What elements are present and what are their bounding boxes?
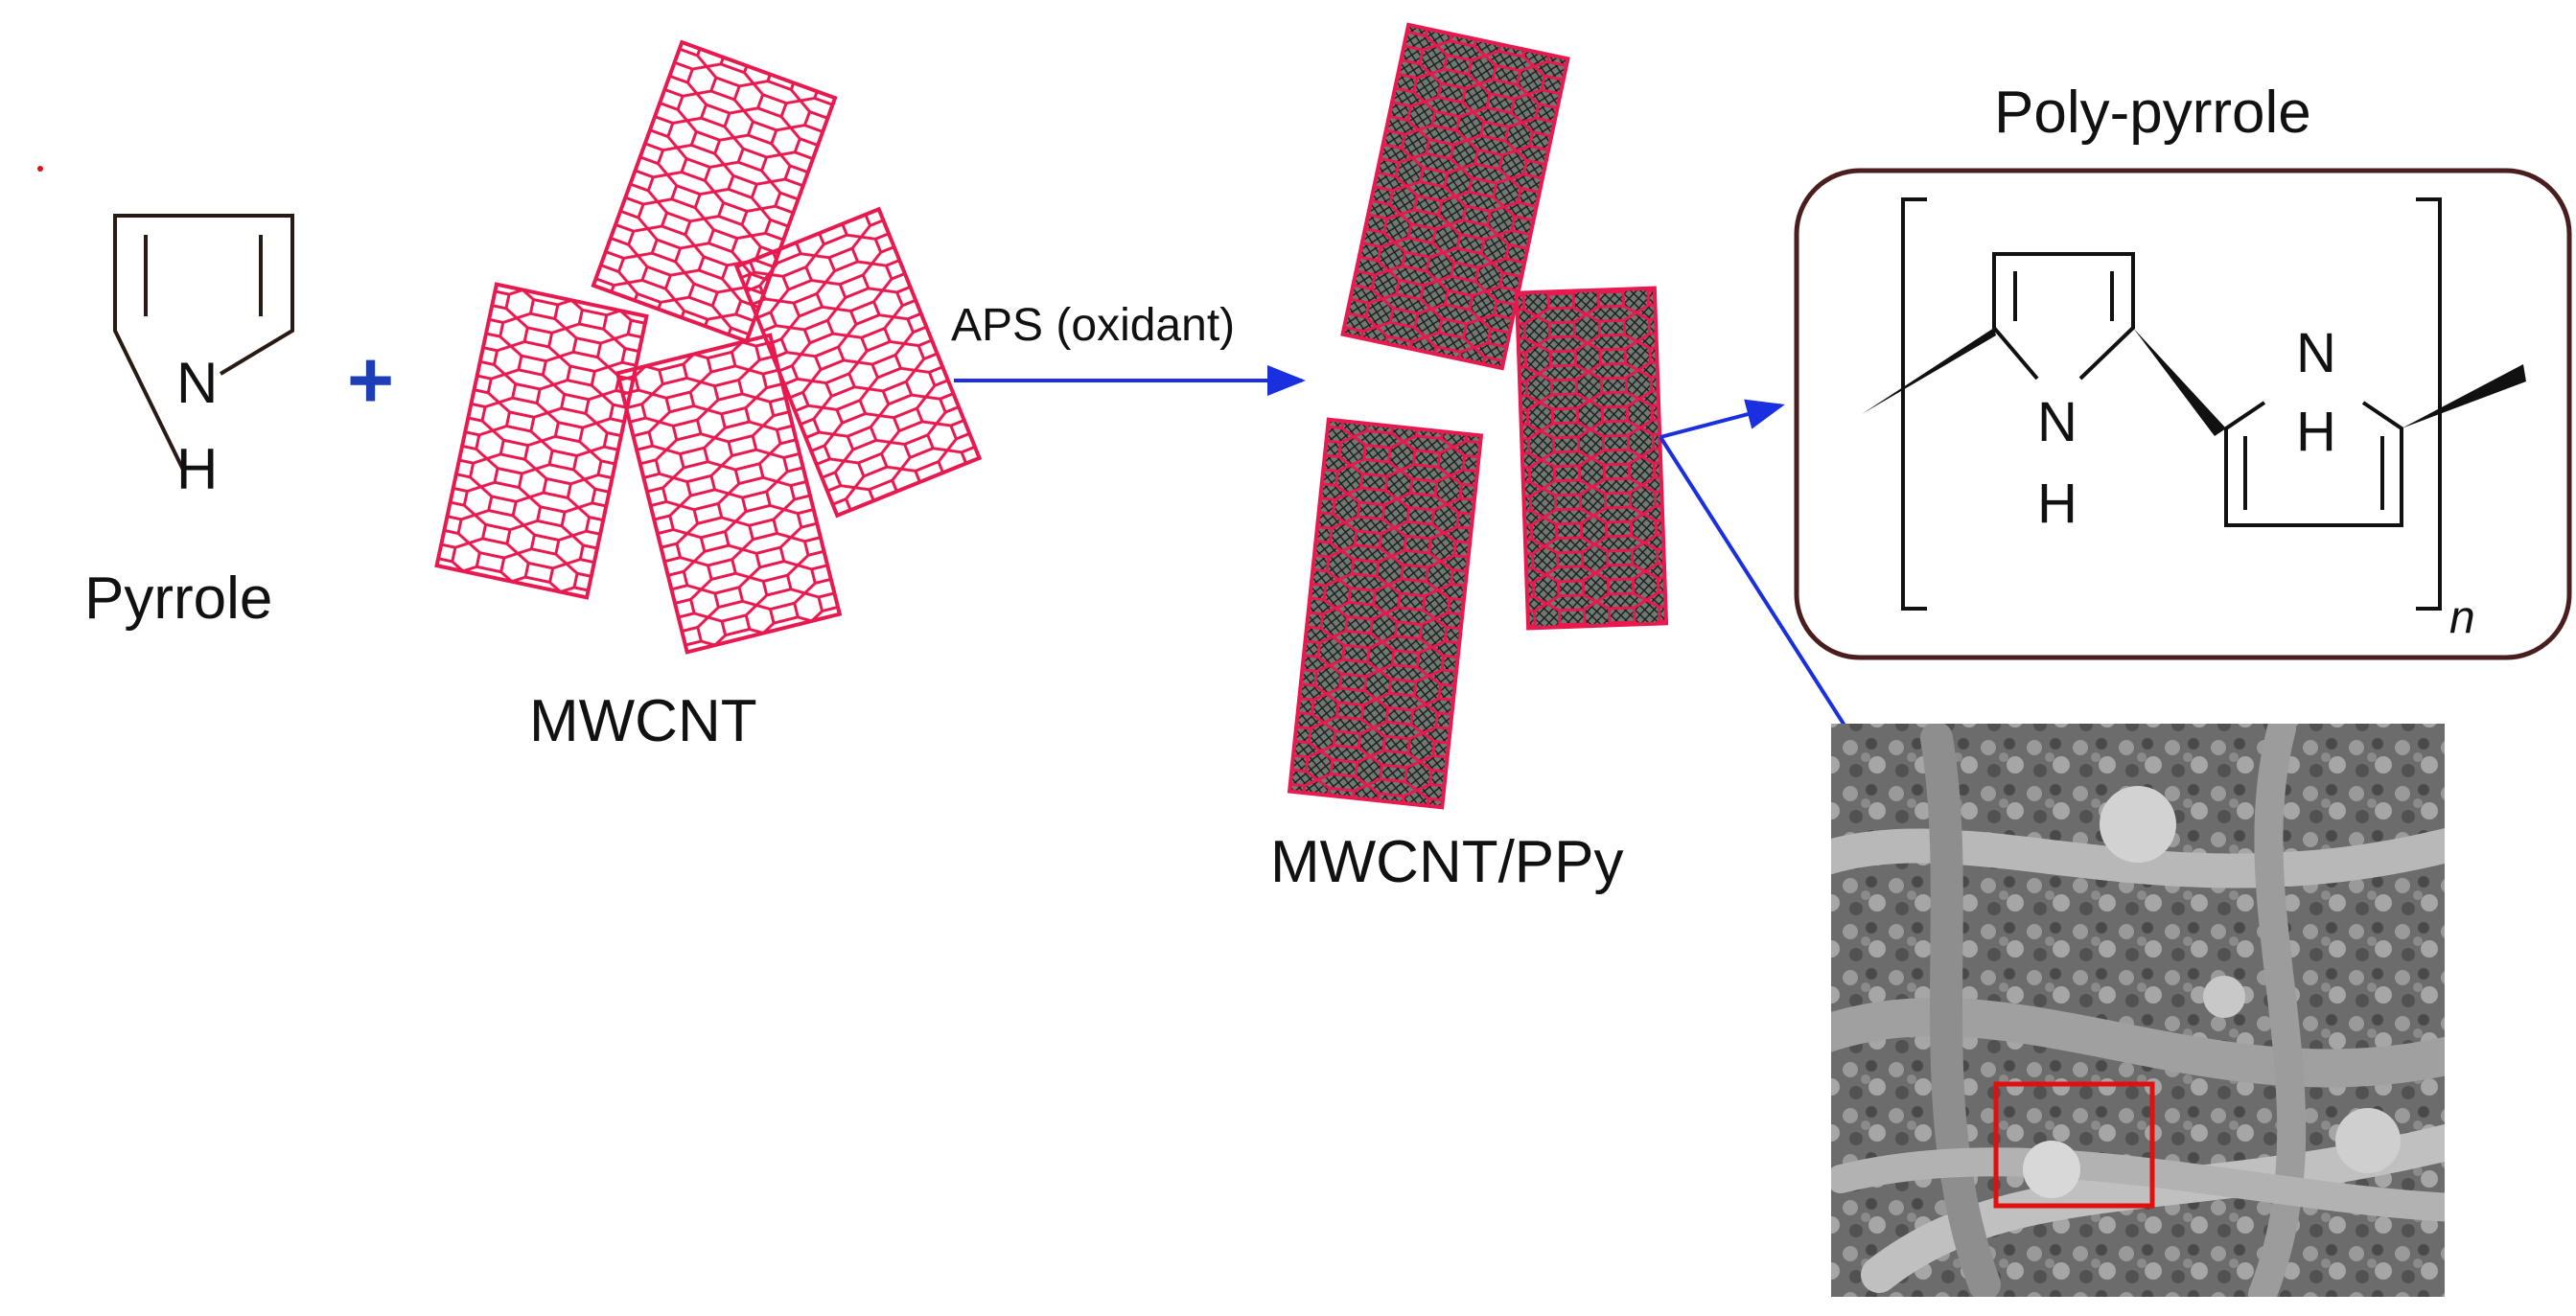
nanotube-3 — [615, 333, 843, 655]
composite-caption: MWCNT/PPy — [1270, 829, 1624, 895]
coated-tube-1 — [1340, 22, 1570, 371]
sem-highlight-box — [1993, 1081, 2155, 1209]
pyrrole-caption: Pyrrole — [84, 566, 272, 632]
reaction-condition-label: APS (oxidant) — [951, 300, 1235, 351]
ring1-n-label: N — [2037, 391, 2077, 453]
sem-image-icon — [1831, 724, 2445, 1297]
ring2-h-label: H — [2296, 401, 2336, 463]
repeat-subscript: n — [2449, 592, 2475, 643]
plus-sign: + — [347, 335, 394, 425]
wedge-bond-right — [2402, 364, 2526, 428]
wedge-bond-middle — [2133, 328, 2226, 436]
coated-tube-3 — [1514, 286, 1669, 631]
mwcnt-caption: MWCNT — [529, 688, 757, 754]
ring2-n-label: N — [2296, 322, 2336, 384]
ppy-coated-mwcnt-icon — [1287, 22, 1669, 810]
nanotube-2 — [434, 282, 649, 600]
pyrrole-ring-icon — [113, 214, 294, 473]
polypyrrole-structure — [1901, 197, 2442, 611]
polymer-title: Poly-pyrrole — [1994, 80, 2311, 146]
pyrrole-n-label: N — [176, 351, 218, 415]
coated-tube-2 — [1287, 417, 1484, 810]
pyrrole-h-label: H — [176, 437, 218, 501]
arrow-to-polymer — [1659, 399, 1785, 439]
nanotube-1 — [591, 39, 838, 344]
polymer-structure-box — [1794, 168, 2572, 660]
ring1-h-label: H — [2037, 473, 2077, 535]
mwcnt-bundle-icon — [434, 39, 983, 655]
wedge-bond-left — [1862, 328, 1996, 414]
nanotube-4 — [733, 206, 983, 519]
stray-red-dot — [37, 166, 43, 172]
